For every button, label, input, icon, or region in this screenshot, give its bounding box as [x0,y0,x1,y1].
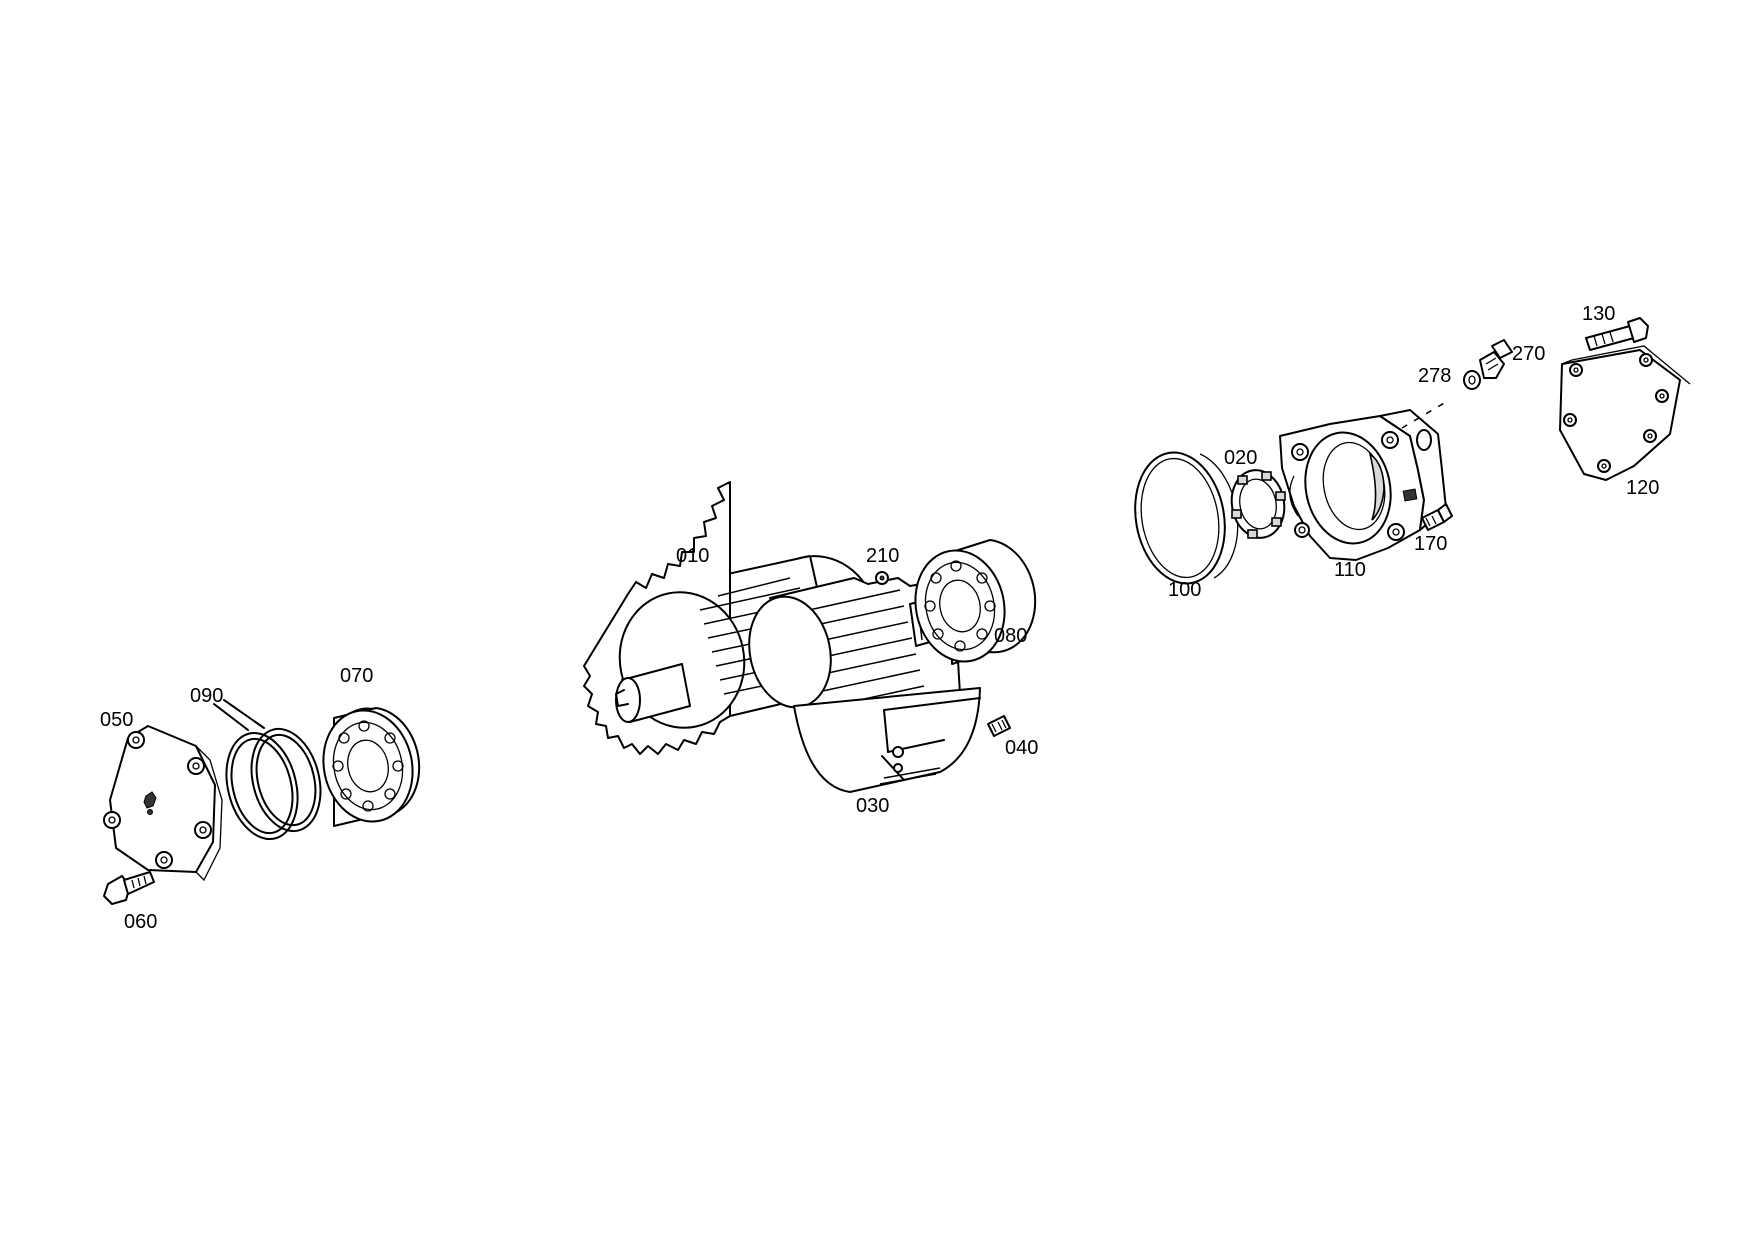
label-080: 080 [994,625,1027,647]
label-030: 030 [856,795,889,817]
ball-bearing-070 [322,707,421,827]
label-100: 100 [1168,579,1201,601]
screw-040 [987,715,1011,737]
label-060: 060 [124,911,157,933]
label-020: 020 [1224,447,1257,469]
bolt-060 [103,871,155,905]
seal-ring-100 [1134,451,1239,585]
cover-plate-120 [1559,345,1691,481]
plug-270 [1479,339,1513,379]
ball-bearing-080 [914,539,1037,665]
label-010: 010 [676,545,709,567]
label-110: 110 [1334,559,1366,581]
label-278: 278 [1418,365,1451,387]
bolt-130 [1585,317,1649,351]
screw-170 [1421,503,1453,531]
label-050: 050 [100,709,133,731]
label-170: 170 [1414,533,1447,555]
washer-278 [1463,370,1481,390]
label-040: 040 [1005,737,1038,759]
ball-210 [875,571,889,585]
label-130: 130 [1582,303,1615,325]
part-labels: 010 020 030 040 050 060 070 080 090 100 … [100,303,1659,933]
label-270: 270 [1512,343,1545,365]
label-070: 070 [340,665,373,687]
seal-rings-090 [213,699,322,841]
label-210: 210 [866,545,899,567]
cover-plate-050 [103,725,223,882]
guide-lines [1401,401,1447,429]
shield-030 [793,687,981,793]
housing-110 [1279,409,1447,561]
roller-cage-020 [1230,469,1286,539]
label-090: 090 [190,685,223,707]
label-120: 120 [1626,477,1659,499]
